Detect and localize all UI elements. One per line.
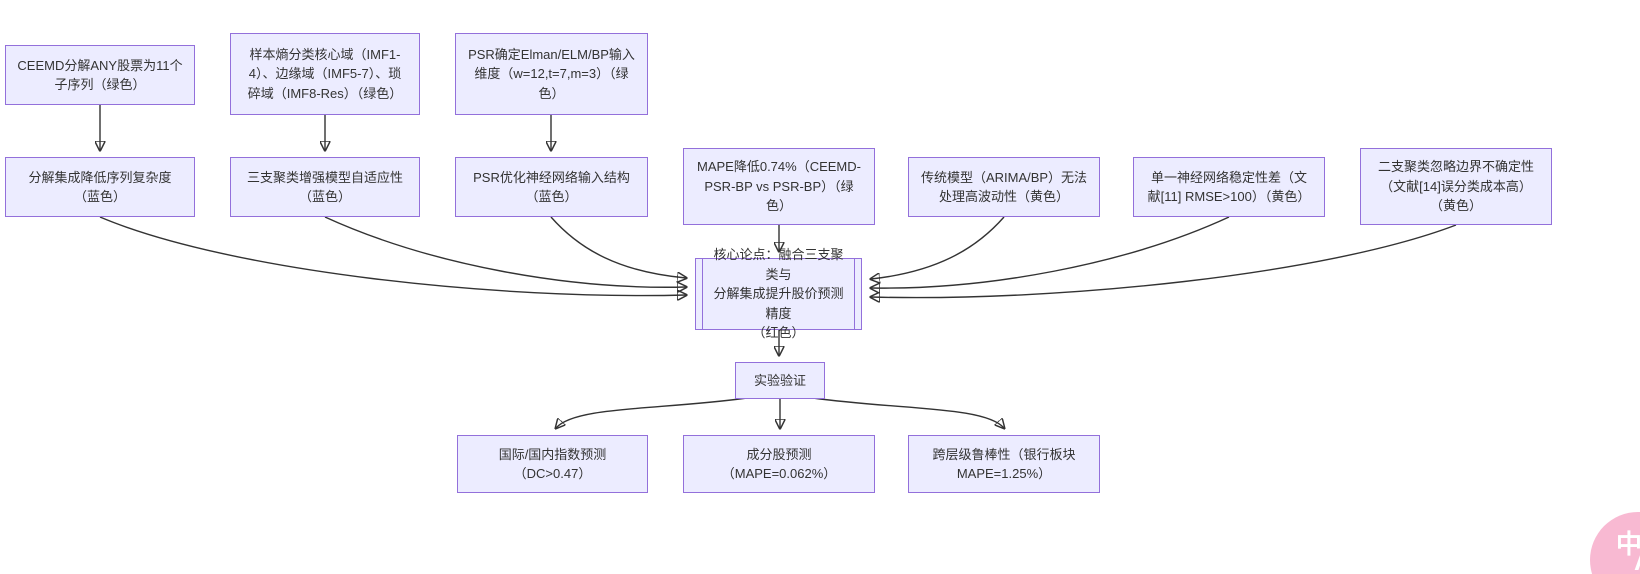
edge-experiment-to-indexpred: [556, 397, 748, 428]
node-constituent-prediction: 成分股预测 （MAPE=0.062%）: [683, 435, 875, 493]
edge-twoway-to-core: [871, 224, 1457, 298]
node-ceemd-decompose: CEEMD分解ANY股票为11个 子序列（绿色）: [5, 45, 195, 105]
edge-threeway-to-core: [324, 216, 686, 287]
node-psr-dimension: PSR确定Elman/ELM/BP输入 维度（w=12,t=7,m=3）（绿 色…: [455, 33, 648, 115]
node-single-nn-instability: 单一神经网络稳定性差（文 献[11] RMSE>100）（黄色）: [1133, 157, 1325, 217]
node-threeway-adaptivity: 三支聚类增强模型自适应性 （蓝色）: [230, 157, 420, 217]
node-index-prediction: 国际/国内指数预测 （DC>0.47）: [457, 435, 648, 493]
edge-experiment-to-robustness: [812, 397, 1004, 428]
subroutine-border-left: [702, 259, 703, 329]
subroutine-border-right: [854, 259, 855, 329]
node-experiment: 实验验证: [735, 362, 825, 399]
node-decompose-complexity: 分解集成降低序列复杂度 （蓝色）: [5, 157, 195, 217]
edge-psrstruct-to-core: [550, 216, 686, 278]
node-core-thesis: 核心论点：融合三支聚类与 分解集成提升股价预测精度 （红色）: [695, 247, 862, 340]
translate-badge[interactable]: 中 A: [1590, 512, 1640, 574]
edge-singlenn-to-core: [871, 216, 1230, 288]
edge-traditional-to-core: [871, 216, 1005, 279]
translate-badge-zh-glyph: 中: [1616, 529, 1640, 559]
core-thesis-label: 核心论点：融合三支聚类与 分解集成提升股价预测精度 （红色）: [713, 247, 844, 341]
node-cross-level-robustness: 跨层级鲁棒性（银行板块 MAPE=1.25%）: [908, 435, 1100, 493]
edge-complexity-to-core: [99, 216, 686, 296]
node-sample-entropy: 样本熵分类核心域（IMF1- 4）、边缘域（IMF5-7）、琐 碎域（IMF8-…: [230, 33, 420, 115]
node-twoway-limit: 二支聚类忽略边界不确定性 （文献[14]误分类成本高） （黄色）: [1360, 148, 1552, 225]
node-traditional-limit: 传统模型（ARIMA/BP）无法 处理高波动性（黄色）: [908, 157, 1100, 217]
node-mape-reduction: MAPE降低0.74%（CEEMD- PSR-BP vs PSR-BP）（绿 色…: [683, 148, 875, 225]
translate-badge-en-glyph: A: [1634, 546, 1640, 574]
node-psr-structure: PSR优化神经网络输入结构 （蓝色）: [455, 157, 648, 217]
